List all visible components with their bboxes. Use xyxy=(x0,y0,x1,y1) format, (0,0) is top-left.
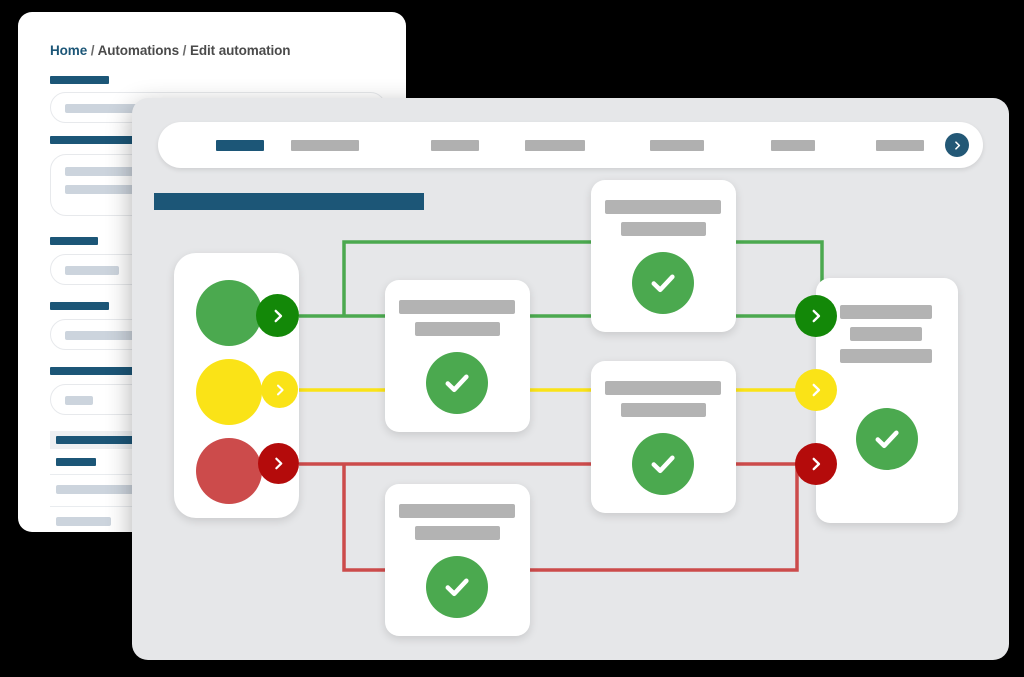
check-circle-icon xyxy=(632,252,694,314)
node-result-bar-1 xyxy=(840,305,932,319)
breadcrumb: Home / Automations / Edit automation xyxy=(50,43,291,58)
node-bottom[interactable] xyxy=(385,484,530,636)
branch-button-yellow[interactable] xyxy=(261,371,298,408)
node-top-bar-2 xyxy=(621,222,706,236)
field-value-placeholder-5 xyxy=(65,396,93,405)
list-header-label xyxy=(56,436,134,444)
form-label-2 xyxy=(50,136,150,144)
nav-item-7[interactable] xyxy=(876,140,924,151)
node-mid-left[interactable] xyxy=(385,280,530,432)
output-button-green[interactable] xyxy=(795,295,837,337)
check-circle-icon xyxy=(426,556,488,618)
chevron-right-icon xyxy=(808,382,824,398)
node-bottom-bar-1 xyxy=(399,504,515,518)
lamp-red-icon xyxy=(196,438,262,504)
chevron-right-icon xyxy=(808,308,824,324)
node-mid-right-bar-2 xyxy=(621,403,706,417)
node-mid-right-bar-1 xyxy=(605,381,721,395)
node-result-bar-3 xyxy=(840,349,932,363)
lamp-green-icon xyxy=(196,280,262,346)
nav-item-6[interactable] xyxy=(771,140,815,151)
output-button-red[interactable] xyxy=(795,443,837,485)
chevron-right-icon xyxy=(273,383,287,397)
list-divider-2 xyxy=(50,506,148,507)
lamp-yellow-icon xyxy=(196,359,262,425)
form-label-5 xyxy=(50,367,150,375)
nav-item-3[interactable] xyxy=(431,140,479,151)
form-label-4 xyxy=(50,302,109,310)
breadcrumb-separator-2: / xyxy=(182,43,187,58)
page-title xyxy=(154,193,424,210)
list-column-label xyxy=(56,458,96,466)
field-value-placeholder-4 xyxy=(65,331,150,340)
breadcrumb-automations[interactable]: Automations xyxy=(97,43,180,58)
form-label-3 xyxy=(50,237,98,245)
list-row-value-2 xyxy=(56,517,111,526)
branch-button-red[interactable] xyxy=(258,443,299,484)
nav-item-5[interactable] xyxy=(650,140,704,151)
check-circle-icon xyxy=(426,352,488,414)
output-button-yellow[interactable] xyxy=(795,369,837,411)
nav-item-4[interactable] xyxy=(525,140,585,151)
node-mid-left-bar-1 xyxy=(399,300,515,314)
breadcrumb-current: Edit automation xyxy=(189,43,291,58)
list-row-value-1 xyxy=(56,485,134,494)
node-result[interactable] xyxy=(816,278,958,523)
automation-flow-canvas xyxy=(132,98,1009,660)
check-circle-icon xyxy=(856,408,918,470)
field-value-placeholder-3 xyxy=(65,266,119,275)
flow-diagram xyxy=(132,98,1009,660)
form-label-1 xyxy=(50,76,109,84)
list-divider-1 xyxy=(50,474,148,475)
check-circle-icon xyxy=(632,433,694,495)
chevron-right-icon xyxy=(808,456,824,472)
breadcrumb-separator-1: / xyxy=(90,43,95,58)
node-result-bar-2 xyxy=(850,327,922,341)
connector-green xyxy=(282,240,824,318)
node-mid-right[interactable] xyxy=(591,361,736,513)
branch-button-green[interactable] xyxy=(256,294,299,337)
node-top[interactable] xyxy=(591,180,736,332)
nav-more-button[interactable] xyxy=(945,133,969,157)
top-navbar xyxy=(158,122,983,168)
chevron-right-icon xyxy=(952,140,963,151)
chevron-right-icon xyxy=(271,456,286,471)
node-top-bar-1 xyxy=(605,200,721,214)
node-mid-left-bar-2 xyxy=(415,322,500,336)
nav-item-2[interactable] xyxy=(291,140,359,151)
node-bottom-bar-2 xyxy=(415,526,500,540)
breadcrumb-home[interactable]: Home xyxy=(50,43,88,58)
chevron-right-icon xyxy=(270,308,286,324)
nav-item-1[interactable] xyxy=(216,140,264,151)
